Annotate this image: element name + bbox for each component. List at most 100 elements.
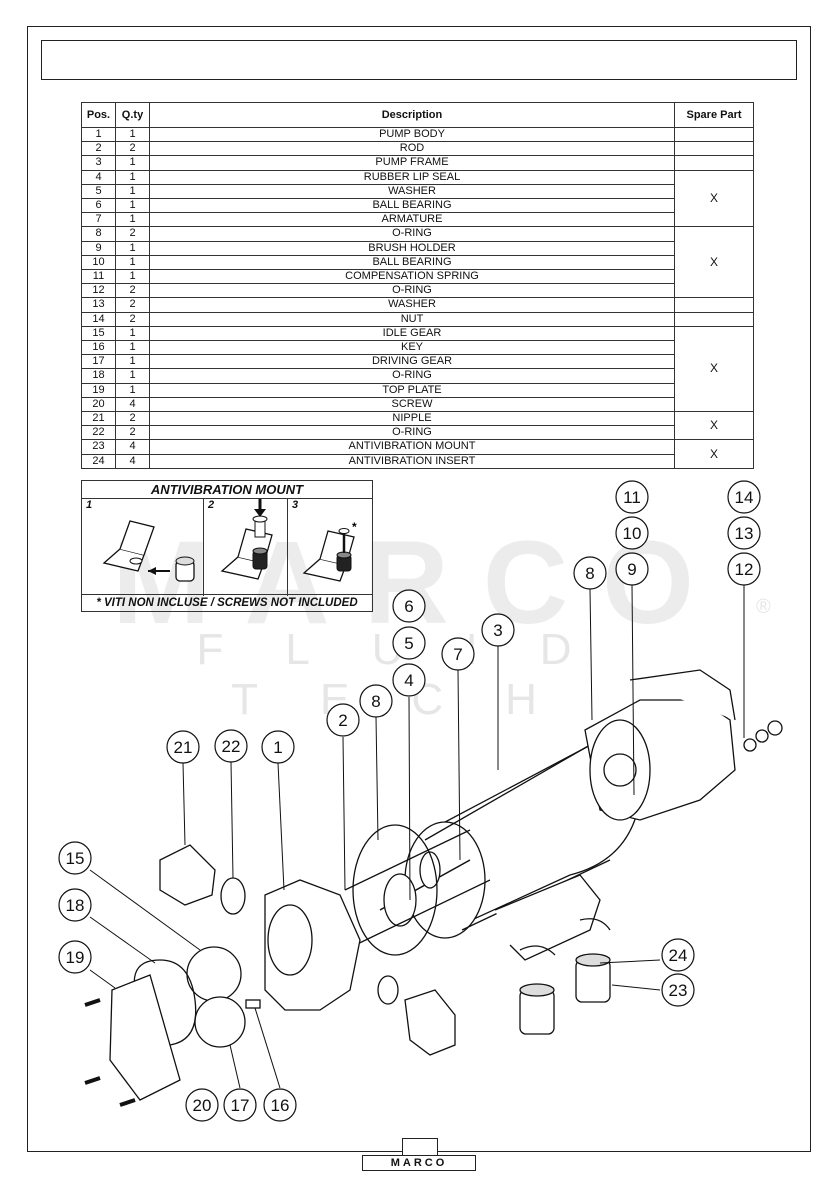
cell-description: BALL BEARING [149, 254, 675, 271]
cell-pos: 2 [81, 141, 116, 157]
cell-description: ANTIVIBRATION INSERT [149, 453, 675, 469]
cell-description: O-RING [149, 425, 675, 441]
callout-label: 4 [404, 671, 413, 690]
cell-description: PUMP BODY [149, 126, 675, 143]
cell-description: BRUSH HOLDER [149, 240, 675, 256]
callout-label: 11 [623, 488, 641, 507]
cell-pos: 21 [81, 411, 116, 427]
cell-description: WASHER [149, 183, 675, 200]
cell-description: O-RING [149, 368, 675, 384]
callout-circle [223, 1088, 257, 1122]
footer-logo: MARCO [362, 1155, 476, 1171]
cell-description: WASHER [149, 297, 675, 313]
callout-circle [263, 1088, 297, 1122]
cell-qty: 2 [115, 283, 150, 299]
cell-description: COMPENSATION SPRING [149, 269, 675, 285]
callout-label: 19 [66, 948, 85, 967]
callout-label: 16 [271, 1096, 290, 1115]
cell-spare [674, 155, 754, 171]
cell-description: O-RING [149, 283, 675, 299]
callout-circle [58, 841, 92, 875]
callout-label: 14 [735, 488, 754, 507]
callout-circle [185, 1088, 219, 1122]
cell-pos: 12 [81, 283, 116, 299]
callout-label: 2 [338, 711, 347, 730]
callout-circle [615, 552, 649, 586]
callout-label: 9 [627, 560, 636, 579]
callout-circle [58, 888, 92, 922]
step-number: 1 [86, 499, 93, 511]
cell-qty: 2 [115, 297, 150, 313]
cell-spare: X [674, 169, 754, 228]
divider [203, 498, 204, 596]
callout-circle [392, 626, 426, 660]
cell-description: ARMATURE [149, 212, 675, 228]
callout-label: 17 [231, 1096, 250, 1115]
callout-circle [661, 973, 695, 1007]
cell-spare: X [674, 411, 754, 441]
callout-label: 12 [735, 560, 754, 579]
callout-circle [661, 938, 695, 972]
page-number-tab [402, 1138, 438, 1155]
antivibration-box: ANTIVIBRATION MOUNT 1 2 3 * * VITI NON I… [81, 480, 373, 612]
callout-label: 20 [193, 1096, 212, 1115]
cell-pos: 14 [81, 311, 116, 327]
cell-pos: 18 [81, 368, 116, 384]
cell-description: TOP PLATE [149, 382, 675, 398]
callout-label: 8 [585, 564, 594, 583]
cell-description: KEY [149, 340, 675, 356]
callout-circle [359, 684, 393, 718]
cell-qty: 1 [115, 169, 150, 185]
title-box [41, 40, 797, 80]
cell-spare: X [674, 226, 754, 299]
cell-qty: 1 [115, 269, 150, 285]
callout-label: 15 [66, 849, 85, 868]
callout-label: 18 [66, 896, 85, 915]
callout-circle [261, 730, 295, 764]
callout-circle [615, 480, 649, 514]
cell-pos: 17 [81, 354, 116, 370]
callout-label: 8 [371, 692, 380, 711]
callout-label: 5 [404, 634, 413, 653]
callout-label: 21 [174, 738, 193, 757]
callout-circle [615, 516, 649, 550]
cell-qty: 1 [115, 240, 150, 256]
antivibration-title: ANTIVIBRATION MOUNT [82, 481, 372, 499]
antivibration-illustration: * [102, 499, 357, 582]
cell-pos: 5 [81, 183, 116, 200]
callout-circle [326, 703, 360, 737]
callout-label: 24 [669, 946, 688, 965]
divider [287, 498, 288, 596]
cell-description: BALL BEARING [149, 198, 675, 214]
cell-spare: X [674, 439, 754, 469]
callout-circle [58, 940, 92, 974]
callout-label: 13 [735, 524, 754, 543]
cell-qty: 1 [115, 382, 150, 398]
callout-label: 1 [273, 738, 282, 757]
callout-circle [727, 516, 761, 550]
callout-circle [392, 589, 426, 623]
callout-label: 23 [669, 981, 688, 1000]
cell-description: DRIVING GEAR [149, 354, 675, 370]
step-number: 3 [292, 499, 299, 511]
